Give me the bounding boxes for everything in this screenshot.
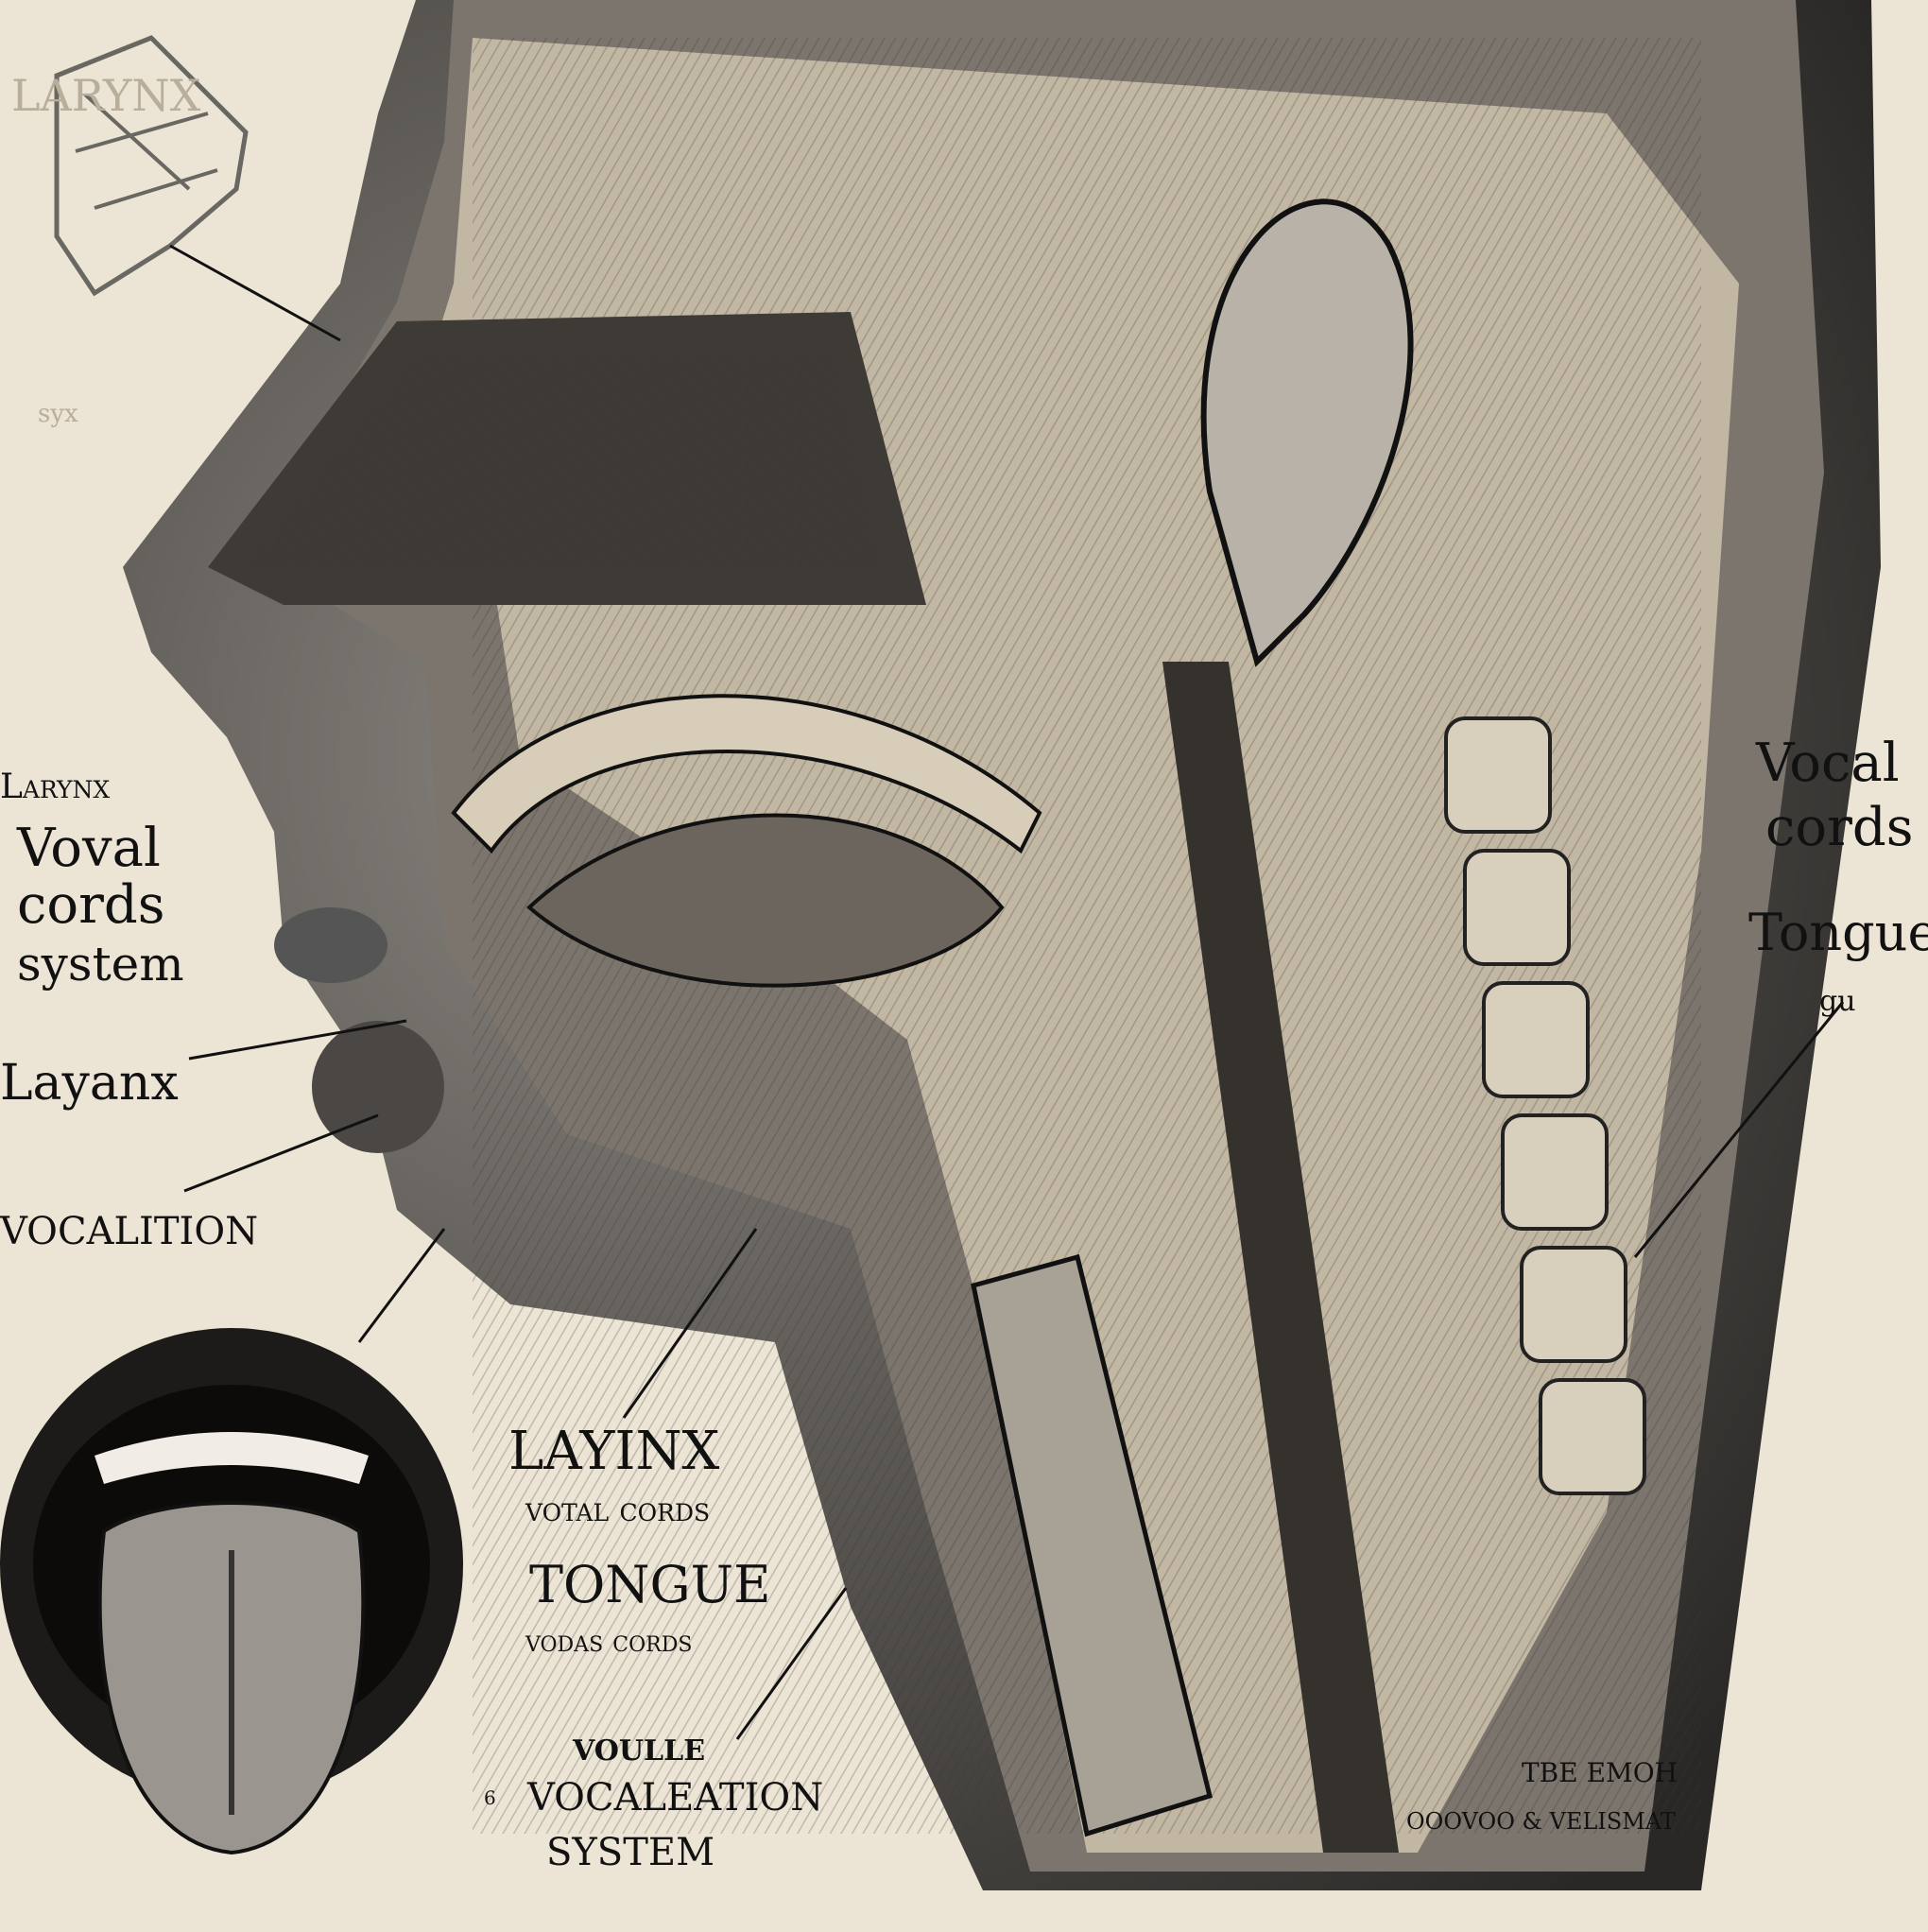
mouth-tongue-inset [0,1328,463,1855]
label-cords: cords [17,874,165,936]
label-vodas-cords: vodas cords [525,1623,693,1659]
label-system: system [17,937,184,992]
label-vocal: Vocal [1756,733,1900,794]
label-system-center: SYSTEM [546,1831,715,1874]
head-cross-section [123,0,1881,1890]
label-layanx: Layanx [0,1055,179,1112]
label-larynx-small: Larynx [0,768,111,806]
label-tongue-right: Tongue [1748,903,1928,962]
faint-label-syx: syx [38,400,78,428]
label-cords-right: cords [1765,797,1914,858]
label-vocalition: VOCALITION [0,1210,259,1253]
leader-lines [169,244,1845,1740]
label-voulle: VOULLE [573,1734,706,1768]
label-voval: Voval [17,818,161,879]
label-gu: gu [1819,985,1856,1018]
faint-label-larynx: LARYNX [11,70,201,121]
label-vocaleation: VOCALEATION [527,1776,824,1820]
label-votal-cords: votal cords [525,1491,711,1529]
label-layinx: LAYINX [508,1421,720,1482]
spine [1444,716,1646,1495]
label-bullet: 6 [484,1786,496,1809]
larynx-sketch [54,35,249,297]
label-tongue-center: TONGUE [529,1555,771,1614]
label-bottom-right-1: TBE EMOH [1522,1757,1678,1788]
label-bottom-right-2: OOOVOO & VELISMAT [1406,1808,1676,1835]
